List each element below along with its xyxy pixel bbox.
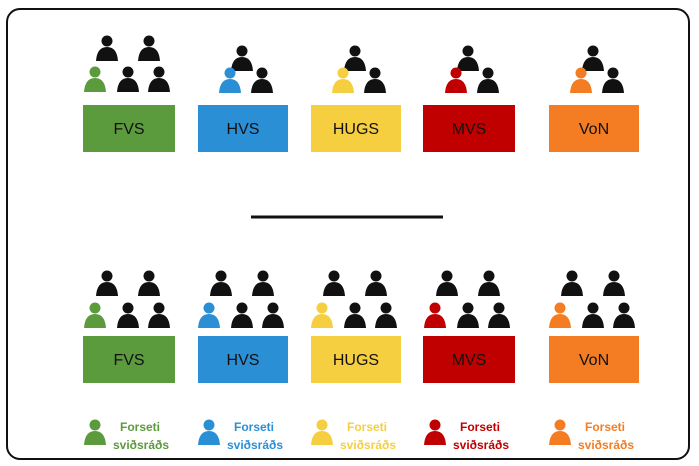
- member-icon: [344, 45, 366, 71]
- council-box-mvs: [423, 336, 515, 383]
- legend-title: Forseti: [585, 420, 625, 434]
- member-icon: [117, 66, 139, 92]
- president-icon: [332, 67, 354, 93]
- president-legend-icon: [198, 419, 220, 445]
- council-label: FVS: [113, 121, 144, 138]
- president-icon: [570, 67, 592, 93]
- legend-subtitle: sviðsráðs: [340, 438, 396, 452]
- member-icon: [138, 270, 160, 296]
- council-box-hvs: [198, 105, 288, 152]
- legend-subtitle: sviðsráðs: [113, 438, 169, 452]
- president-legend-icon: [424, 419, 446, 445]
- member-icon: [478, 270, 500, 296]
- council-box-hugs: [311, 105, 401, 152]
- president-icon: [549, 302, 571, 328]
- member-icon: [96, 35, 118, 61]
- member-icon: [488, 302, 510, 328]
- legend-subtitle: sviðsráðs: [578, 438, 634, 452]
- president-legend-icon: [84, 419, 106, 445]
- council-box-fvs: [83, 336, 175, 383]
- president-icon: [445, 67, 467, 93]
- member-icon: [602, 67, 624, 93]
- president-icon: [84, 302, 106, 328]
- member-icon: [323, 270, 345, 296]
- legend-subtitle: sviðsráðs: [227, 438, 283, 452]
- member-icon: [231, 302, 253, 328]
- legend-subtitle: sviðsráðs: [453, 438, 509, 452]
- legend-title: Forseti: [347, 420, 387, 434]
- member-icon: [251, 67, 273, 93]
- member-icon: [117, 302, 139, 328]
- president-legend-icon: [549, 419, 571, 445]
- member-icon: [582, 45, 604, 71]
- member-icon: [436, 270, 458, 296]
- legend-title: Forseti: [120, 420, 160, 434]
- member-icon: [613, 302, 635, 328]
- president-icon: [198, 302, 220, 328]
- council-label: HUGS: [333, 352, 379, 369]
- council-label: VoN: [579, 352, 609, 369]
- council-label: MVS: [452, 121, 487, 138]
- member-icon: [457, 45, 479, 71]
- member-icon: [344, 302, 366, 328]
- member-icon: [603, 270, 625, 296]
- legend-title: Forseti: [234, 420, 274, 434]
- member-icon: [477, 67, 499, 93]
- council-label: HVS: [227, 121, 260, 138]
- council-box-mvs: [423, 105, 515, 152]
- member-icon: [252, 270, 274, 296]
- member-icon: [96, 270, 118, 296]
- member-icon: [148, 302, 170, 328]
- council-label: HVS: [227, 352, 260, 369]
- council-label: FVS: [113, 352, 144, 369]
- president-icon: [424, 302, 446, 328]
- member-icon: [231, 45, 253, 71]
- council-box-fvs: [83, 105, 175, 152]
- council-box-von: [549, 336, 639, 383]
- member-icon: [148, 66, 170, 92]
- member-icon: [561, 270, 583, 296]
- council-box-hugs: [311, 336, 401, 383]
- member-icon: [375, 302, 397, 328]
- legend-title: Forseti: [460, 420, 500, 434]
- member-icon: [138, 35, 160, 61]
- council-label: MVS: [452, 352, 487, 369]
- council-box-von: [549, 105, 639, 152]
- member-icon: [262, 302, 284, 328]
- member-icon: [582, 302, 604, 328]
- member-icon: [210, 270, 232, 296]
- member-icon: [457, 302, 479, 328]
- council-label: VoN: [579, 121, 609, 138]
- member-icon: [364, 67, 386, 93]
- president-icon: [311, 302, 333, 328]
- council-box-hvs: [198, 336, 288, 383]
- council-label: HUGS: [333, 121, 379, 138]
- president-icon: [219, 67, 241, 93]
- member-icon: [365, 270, 387, 296]
- president-icon: [84, 66, 106, 92]
- president-legend-icon: [311, 419, 333, 445]
